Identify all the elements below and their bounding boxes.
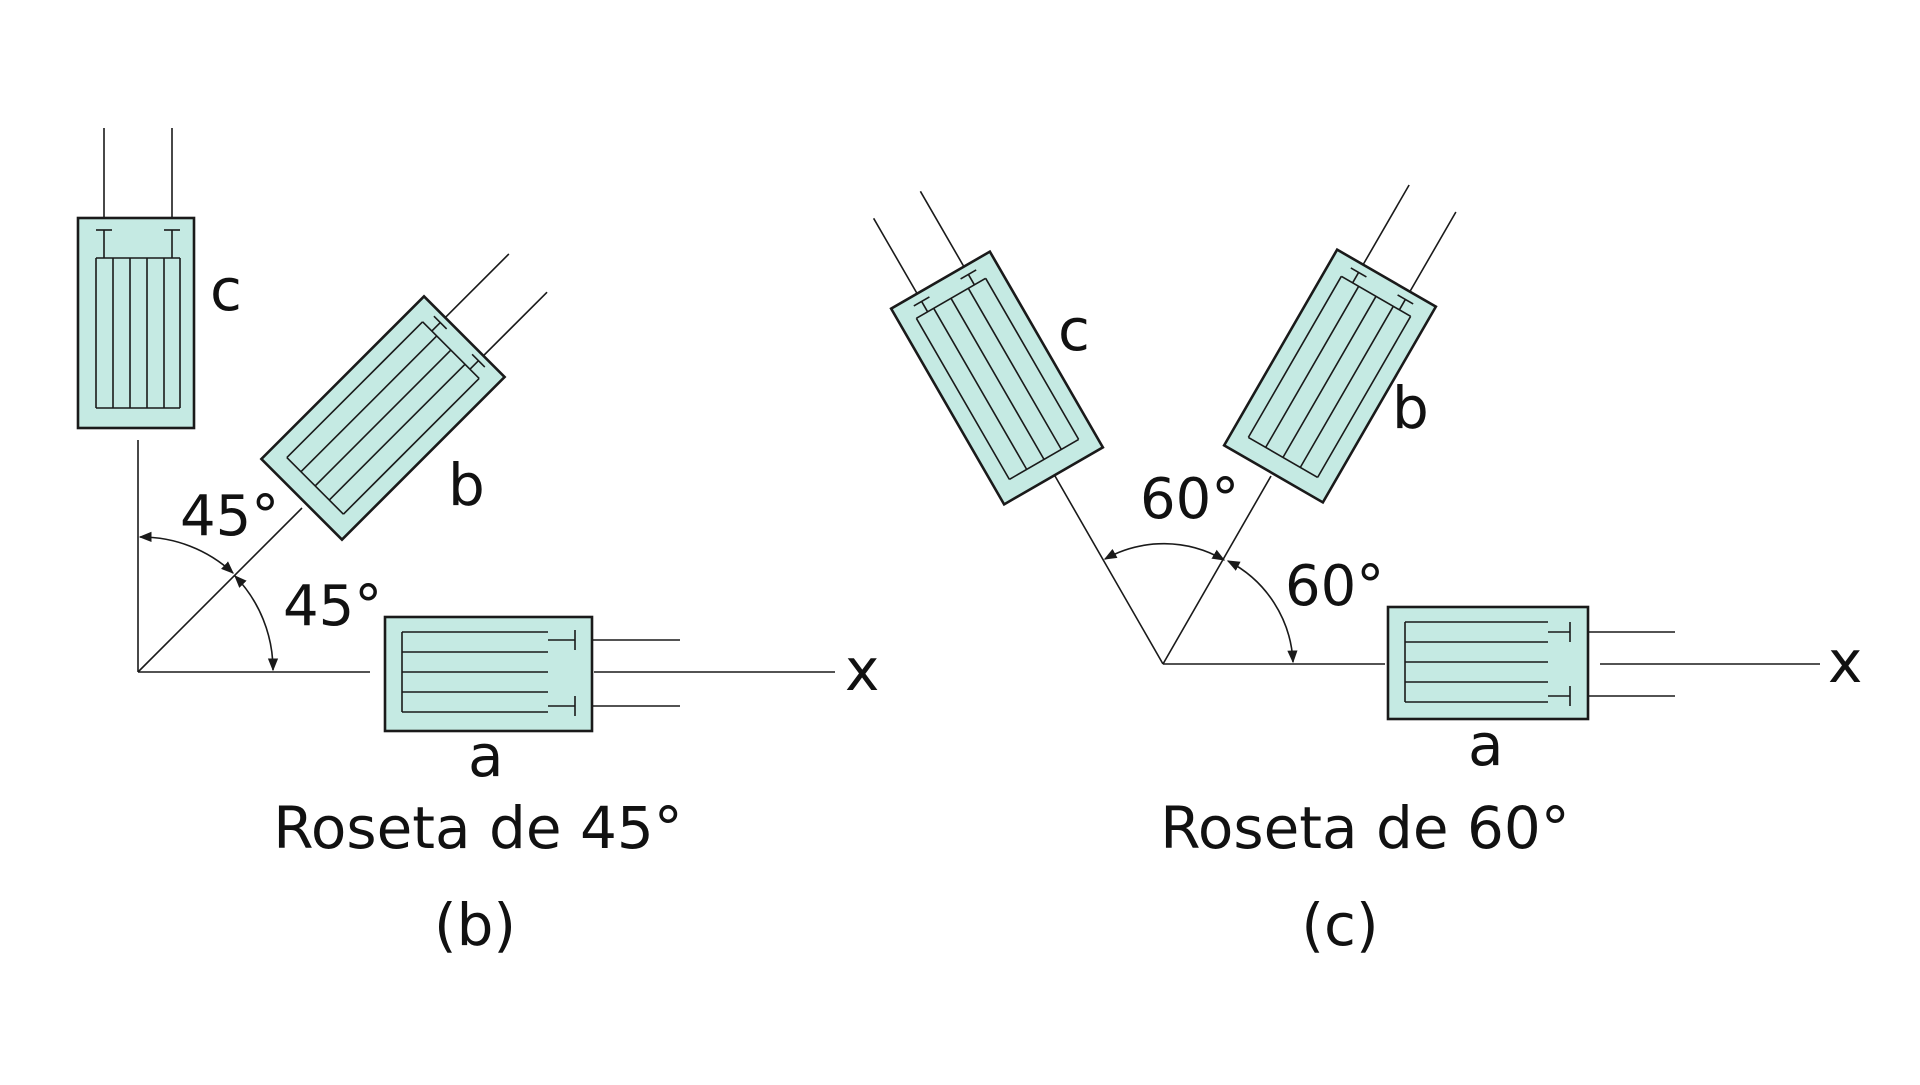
line-60-deg [1162, 475, 1272, 665]
gauge-b-label: b [448, 451, 485, 519]
rosette-60-panel: c b a 60° 60° x Roseta de 60° (c) [872, 184, 1862, 959]
diagonal-reference-line [137, 507, 303, 673]
gauge-a-body [1386, 605, 1590, 721]
gauge-b-grid [286, 315, 486, 515]
gauge-a-label: a [468, 722, 504, 790]
gauge-c-label: c [1058, 296, 1090, 364]
gauge-b-lead-wire-top [1355, 184, 1410, 277]
gauge-c-lead-wire-top [872, 217, 925, 306]
gauge-b-60 [1222, 184, 1457, 505]
gauge-b-grid [1247, 267, 1414, 479]
gauge-b-label: b [1392, 374, 1429, 442]
angle-label-upper: 60° [1140, 467, 1239, 532]
gauge-c-60 [872, 190, 1105, 507]
gauge-a-grid [401, 630, 576, 716]
sublabel-c: (c) [1301, 891, 1378, 959]
sublabel-b: (b) [434, 891, 516, 959]
x-axis-label: x [845, 636, 879, 704]
gauge-a-body [383, 615, 594, 733]
x-axis-label: x [1828, 628, 1862, 696]
gauge-a-45 [383, 615, 680, 733]
gauge-b-lead-wire-top [437, 253, 510, 326]
caption-rosette-60: Roseta de 60° [1160, 794, 1570, 862]
line-120-deg [1054, 475, 1164, 665]
gauge-c-label: c [210, 256, 242, 324]
gauge-c-body [76, 216, 196, 430]
angle-arc-lower [1226, 560, 1298, 664]
gauge-c-grid [95, 229, 181, 409]
angle-arc-lower [234, 575, 279, 672]
angle-label-upper: 45° [180, 484, 279, 549]
angle-label-lower: 45° [283, 574, 382, 639]
angle-arc-upper [138, 531, 234, 574]
gauge-a-grid [1404, 621, 1571, 706]
gauge-c-grid [913, 269, 1080, 481]
angle-arc-upper [1103, 542, 1226, 561]
angle-label-lower: 60° [1285, 554, 1384, 619]
caption-rosette-45: Roseta de 45° [273, 794, 683, 862]
gauge-a-60 [1386, 605, 1675, 721]
gauge-c-45 [76, 128, 196, 430]
gauge-b-lead-wire-bottom [475, 291, 548, 364]
gauge-c-lead-wire-bottom [919, 190, 972, 279]
gauge-a-label: a [1468, 711, 1504, 779]
gauge-b-45 [259, 253, 548, 542]
rosette-45-panel: c b a 45° 45° x Roseta de 45° (b) [76, 128, 879, 959]
gauge-b-lead-wire-bottom [1402, 211, 1457, 304]
